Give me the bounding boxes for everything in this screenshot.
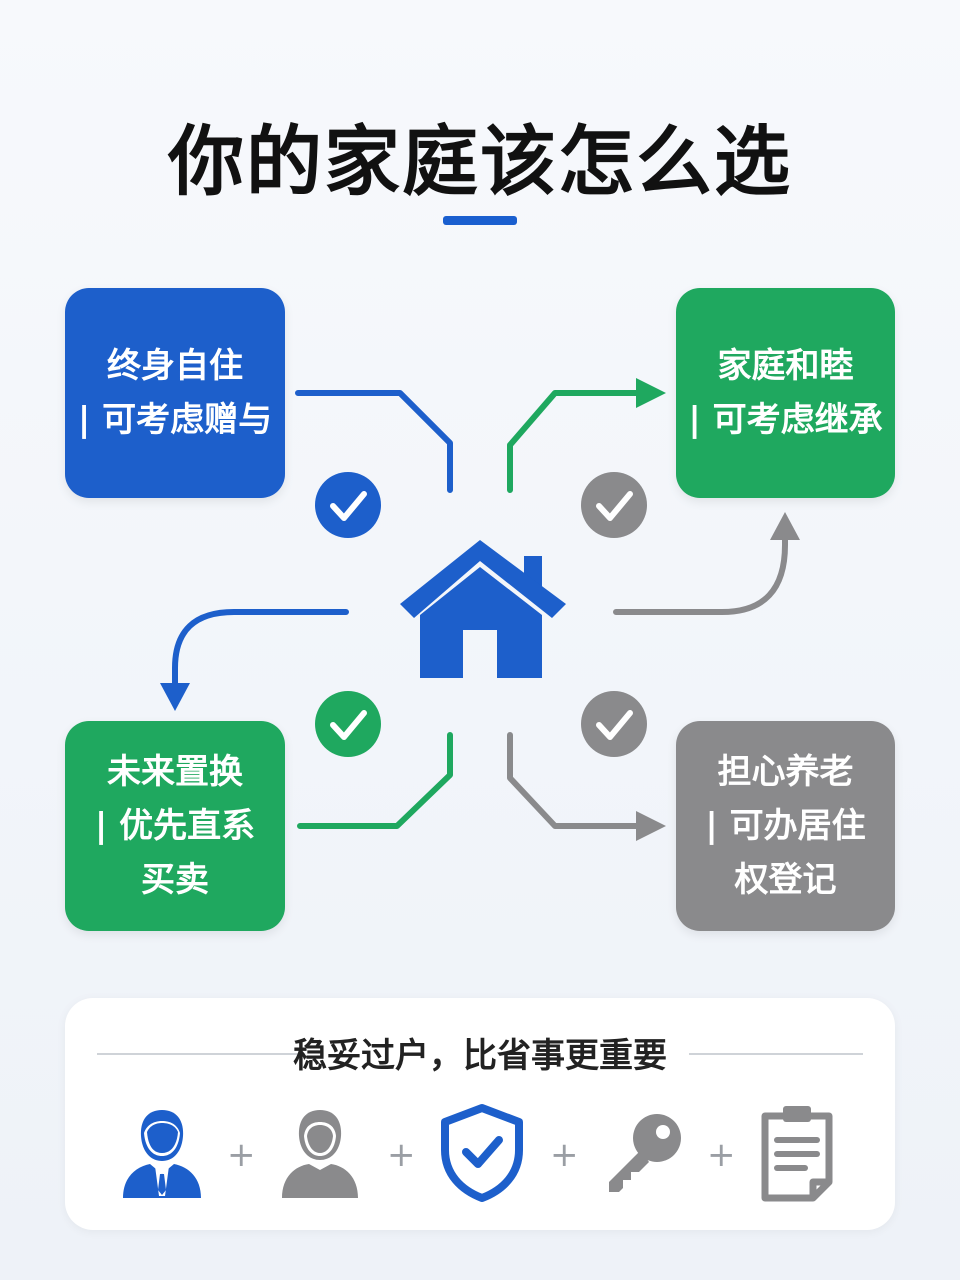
option-line: 权登记 [734, 860, 837, 900]
option-box-elderly-care: 担心养老 | 可办居住 权登记 [676, 721, 895, 931]
option-line: 买卖 [141, 860, 209, 900]
check-circle-icon-blue [315, 472, 381, 538]
arrow-head-bottom-right [636, 811, 666, 841]
option-box-lifetime-residence: 终身自住 | 可考虑赠与 [65, 288, 285, 498]
connector-top-left [295, 390, 453, 493]
shield-check-icon [439, 1102, 525, 1206]
plus-sign: + [227, 1135, 256, 1175]
arrow-head-right-up [770, 512, 800, 540]
connector-right-up [613, 532, 788, 615]
option-line: | 可办居住 [705, 806, 866, 846]
connector-bottom-right [507, 732, 643, 829]
arrow-head-top-right [636, 378, 666, 408]
check-circle-icon-green [315, 691, 381, 757]
option-line: 担心养老 [717, 752, 854, 792]
option-box-future-exchange: 未来置换 | 优先直系 买卖 [65, 721, 285, 931]
summary-card: 稳妥过户，比省事更重要 + + + [65, 998, 895, 1230]
divider-right [689, 1053, 863, 1055]
plus-sign: + [707, 1135, 736, 1175]
divider-left [97, 1053, 305, 1055]
connector-bottom-left [297, 732, 453, 829]
check-circle-icon-gray-top [581, 472, 647, 538]
arrow-head-left-down [160, 683, 190, 711]
connector-top-right [507, 390, 643, 493]
summary-title: 稳妥过户，比省事更重要 [293, 1036, 667, 1076]
plus-sign: + [550, 1135, 579, 1175]
document-icon [759, 1102, 835, 1206]
title-underline [443, 216, 517, 225]
connector-left-down [172, 609, 349, 688]
option-line: 终身自住 [107, 346, 243, 386]
key-icon [601, 1108, 687, 1204]
option-line: 未来置换 [107, 752, 243, 792]
page-title: 你的家庭该怎么选 [168, 117, 792, 206]
check-circle-icon-gray-bottom [581, 691, 647, 757]
option-line: | 可考虑赠与 [77, 400, 273, 440]
plus-sign: + [387, 1135, 416, 1175]
option-line: 家庭和睦 [717, 346, 854, 386]
option-line: | 优先直系 [94, 806, 256, 846]
businessman-icon [117, 1106, 207, 1204]
option-box-family-harmony: 家庭和睦 | 可考虑继承 [676, 288, 895, 498]
house-icon [400, 540, 566, 678]
option-line: | 可考虑继承 [688, 400, 883, 440]
person-icon [279, 1106, 361, 1204]
